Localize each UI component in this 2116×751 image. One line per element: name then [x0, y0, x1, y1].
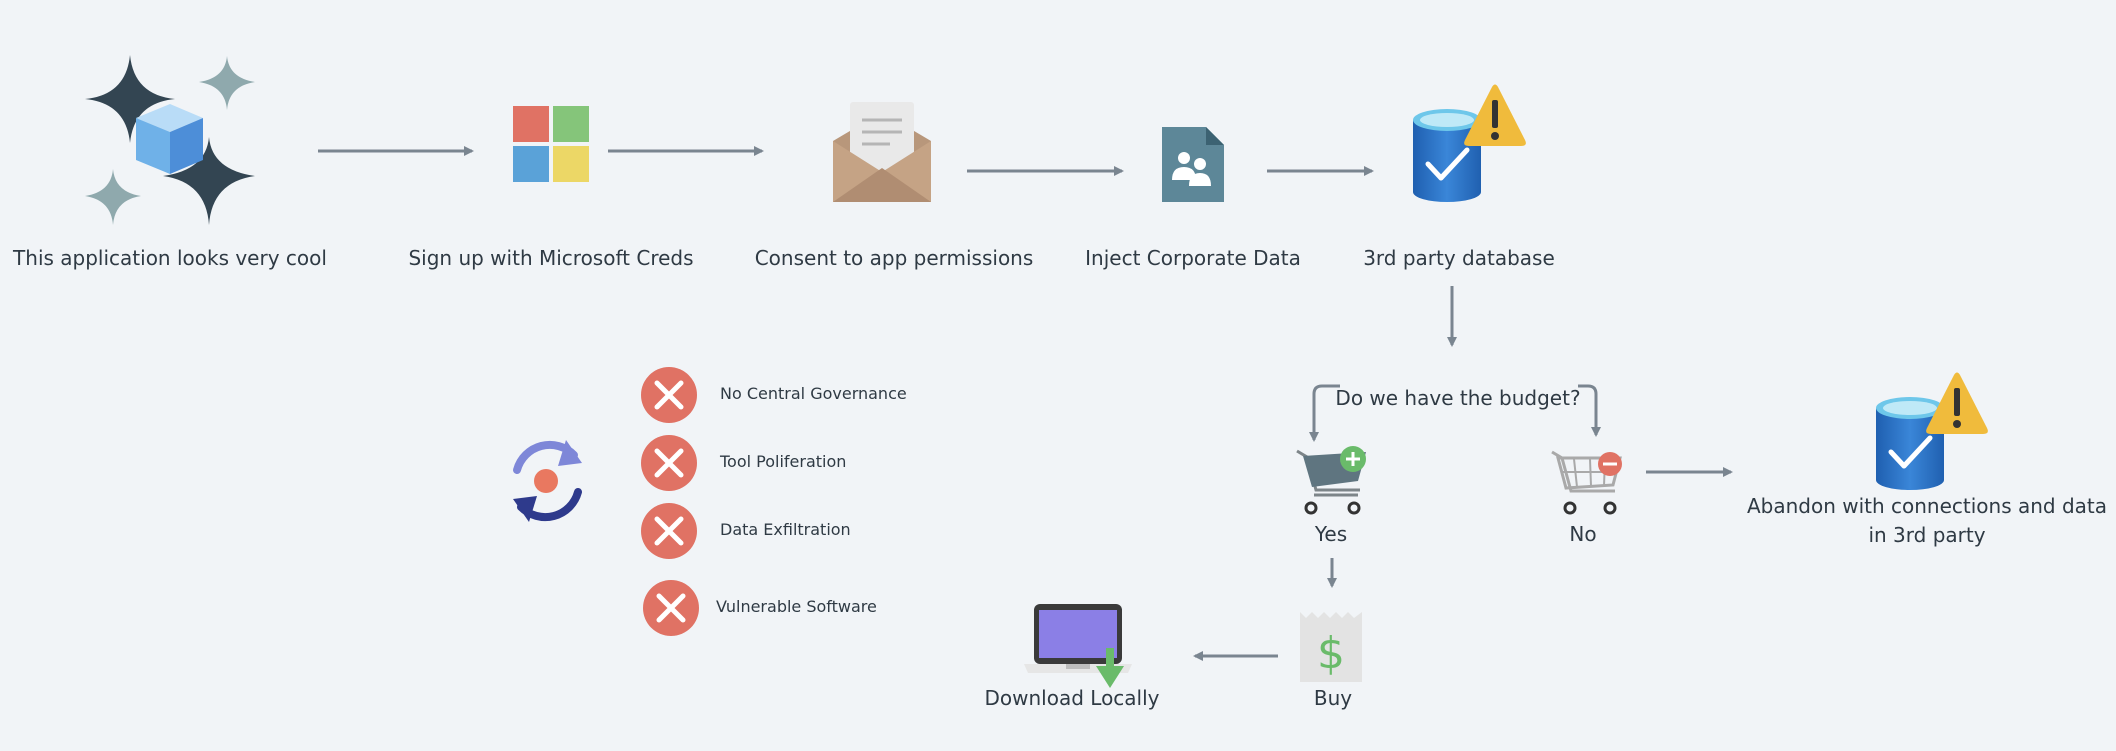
receipt-dollar-icon: $ [1300, 612, 1362, 682]
shared-document-icon [1162, 127, 1224, 202]
buy-label: Buy [1313, 686, 1353, 710]
yes-label: Yes [1314, 522, 1348, 546]
arrow-decision-to-no [1578, 384, 1601, 437]
envelope-icon [833, 102, 931, 202]
arrow-decision-to-yes [1309, 384, 1340, 442]
step-label-signup: Sign up with Microsoft Creds [408, 246, 694, 270]
risk-label-proliferation: Tool Poliferation [720, 452, 847, 471]
x-circle-icon [641, 503, 697, 559]
microsoft-logo-icon [513, 106, 589, 182]
no-label: No [1569, 522, 1597, 546]
x-circle-icon [641, 435, 697, 491]
abandon-database-warning-icon [1876, 372, 1988, 490]
x-circle-icon [643, 580, 699, 636]
laptop-download-icon [1024, 604, 1132, 688]
decision-question: Do we have the budget? [1335, 386, 1581, 410]
cart-remove-icon [1551, 450, 1622, 515]
risk-label-vulnerable: Vulnerable Software [716, 597, 877, 616]
risk-label-governance: No Central Governance [720, 384, 907, 403]
cart-add-icon [1296, 446, 1366, 515]
step-label-inject: Inject Corporate Data [1085, 246, 1301, 270]
step-label-app: This application looks very cool [13, 246, 327, 270]
sparkles-cube-icon [85, 55, 255, 225]
step-label-consent: Consent to app permissions [754, 246, 1034, 270]
x-circle-icon [641, 367, 697, 423]
risk-label-exfiltration: Data Exfiltration [720, 520, 851, 539]
sync-icon [513, 440, 582, 522]
step-label-database: 3rd party database [1363, 246, 1555, 270]
connector-arrows [318, 146, 1733, 661]
download-label: Download Locally [984, 686, 1160, 710]
svg-text:$: $ [1317, 628, 1345, 679]
abandon-label: Abandon with connections and data in 3rd… [1746, 494, 2108, 547]
database-warning-icon [1413, 84, 1526, 202]
